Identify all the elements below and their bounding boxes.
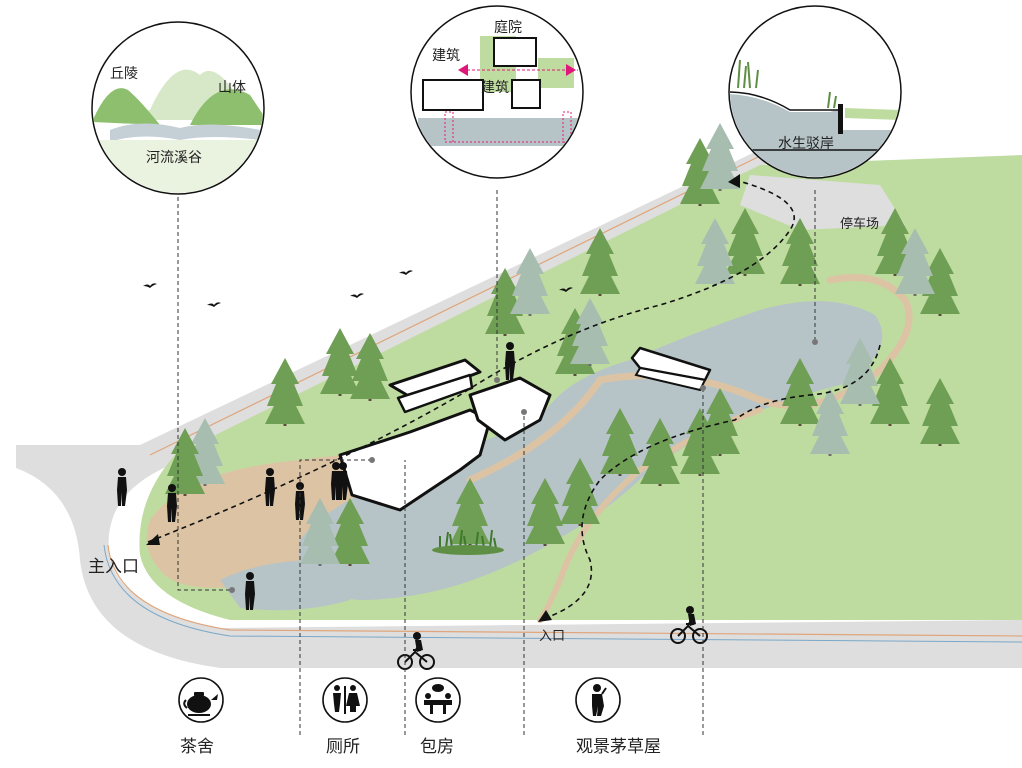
pond	[298, 301, 883, 600]
leader-lines	[177, 190, 816, 735]
mountain-label: 山体	[218, 80, 246, 96]
viewing-person-icon	[592, 684, 607, 716]
route-arrows	[146, 174, 881, 622]
facility-teahouse: 茶舍	[178, 677, 224, 757]
river-valley-label: 河流溪谷	[146, 150, 202, 166]
road-band	[16, 152, 1022, 668]
parking-plaza	[740, 175, 905, 230]
thatched-hut-base	[634, 366, 707, 392]
hill-label: 丘陵	[110, 66, 138, 82]
route-arrowhead-main	[146, 534, 160, 545]
leader-dots	[229, 339, 818, 593]
building-label-bottom: 建筑	[481, 80, 509, 96]
curb-line-top	[149, 155, 761, 456]
facility-label-teahouse: 茶舍	[180, 737, 214, 757]
curb-line-bottom	[107, 544, 1022, 637]
callout-hills: 丘陵 山体 河流溪谷	[91, 21, 265, 195]
facility-restroom: 厕所	[322, 677, 368, 757]
private-room-icon	[424, 684, 452, 714]
courtyard-label: 庭院	[494, 19, 522, 36]
leader-hills	[177, 190, 232, 591]
entrance-label: 入口	[539, 629, 565, 644]
building-label-top: 建筑	[432, 48, 460, 64]
parking-label: 停车场	[840, 216, 879, 232]
curb-line-blue	[103, 544, 1022, 643]
leader-teahouse	[299, 459, 372, 735]
pavilion-building	[468, 376, 552, 442]
main-entrance-label: 主入口	[88, 557, 139, 577]
restroom-icon	[333, 685, 360, 714]
facility-viewing-hut: 观景茅草屋	[575, 677, 661, 757]
courtyard-lower	[396, 373, 474, 414]
route-main	[147, 179, 795, 543]
courtyard-building	[388, 358, 482, 400]
teapot-icon	[183, 692, 218, 716]
shore-title: 水生驳岸	[778, 136, 834, 152]
callout-courtyard: 庭院 建筑 建筑	[410, 5, 584, 179]
route-arrowhead-parking	[728, 174, 740, 188]
facility-label-restroom: 厕所	[326, 737, 360, 757]
route-arrowhead-entrance	[538, 610, 552, 622]
thatched-viewing-hut	[630, 346, 712, 382]
main-building	[338, 408, 492, 512]
facility-label-private-room: 包房	[420, 737, 454, 757]
facility-label-viewing-hut: 观景茅草屋	[576, 737, 661, 757]
buildings	[338, 346, 712, 512]
aquatic-plants	[432, 529, 504, 555]
facility-private-room: 包房	[415, 677, 461, 757]
